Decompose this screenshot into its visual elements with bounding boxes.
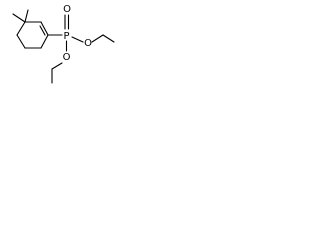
atom-phosphorus-label: P: [63, 31, 69, 42]
bond-ch2-ch3-right: [102, 34, 115, 43]
methyl-bond-left: [12, 13, 26, 23]
structure-diagram: P O O O: [0, 0, 117, 89]
ring-bond-c2-c1: [40, 21, 49, 36]
ring-bond-c5-c4: [16, 34, 26, 49]
methyl-bond-up: [24, 9, 29, 23]
bond-o-ch2-right: [91, 34, 104, 43]
atom-oxygen-ester-right-label: O: [84, 38, 92, 49]
ring-double-bond-inner: [39, 25, 46, 36]
ring-bond-c4-c3: [16, 21, 26, 36]
molecule-drawing: P O O O: [12, 4, 115, 84]
ring-bond-c1-c6: [40, 34, 49, 49]
bond-p-o-right: [71, 36, 84, 43]
atom-oxygen-double-label: O: [63, 4, 71, 15]
atom-oxygen-ester-down-label: O: [63, 52, 71, 63]
bond-o-ch2-down: [51, 62, 63, 70]
